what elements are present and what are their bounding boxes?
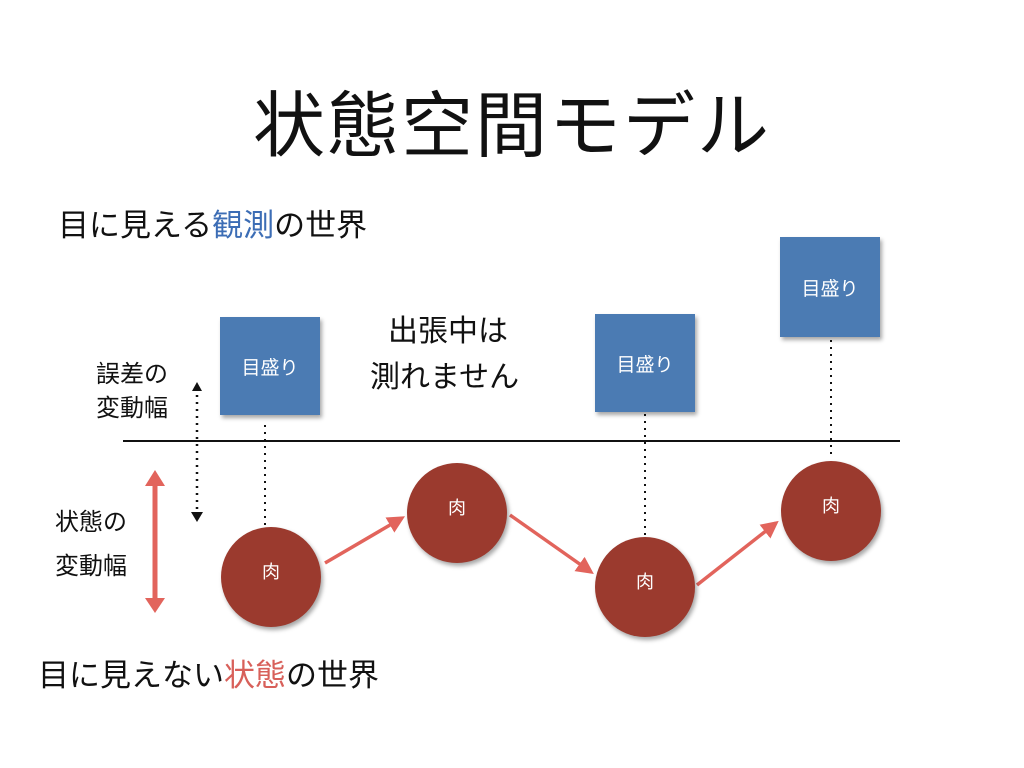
state-node-4: 肉 <box>781 461 881 561</box>
state-range-label-line2: 変動幅 <box>55 552 127 580</box>
error-range-down-tip <box>191 512 203 522</box>
state-node-1: 肉 <box>221 527 321 627</box>
state-range-label-line1: 状態の <box>55 508 127 536</box>
observation-box-1-label: 目盛り <box>241 356 299 379</box>
state-range-up-tip <box>145 470 165 486</box>
slide-title: 状態空間モデル <box>252 84 771 168</box>
state-heading: 目に見えない状態の世界 <box>38 656 379 696</box>
state-node-1-label: 肉 <box>262 562 280 583</box>
observation-box-2-label: 目盛り <box>616 353 674 376</box>
observation-box-2: 目盛り <box>595 314 695 412</box>
error-range-label: 誤差の 変動幅 <box>96 357 168 425</box>
error-range-label-line2: 変動幅 <box>96 394 168 422</box>
missing-note-line1: 出張中は <box>388 314 508 349</box>
observation-heading-suffix: の世界 <box>274 208 368 244</box>
transition-arrow-1 <box>324 516 406 565</box>
missing-note-line2: 測れません <box>370 360 520 395</box>
state-node-4-label: 肉 <box>822 496 840 517</box>
state-range-label: 状態の 変動幅 <box>55 505 127 583</box>
error-range-label-line1: 誤差の <box>96 360 168 388</box>
transition-arrow-2 <box>508 513 594 575</box>
observation-heading-highlight: 観測 <box>212 208 275 244</box>
transition-arrow-3 <box>695 520 779 587</box>
state-heading-suffix: の世界 <box>286 658 379 694</box>
state-node-3: 肉 <box>595 537 695 637</box>
state-heading-highlight: 状態 <box>224 658 286 694</box>
missing-observation-note: 出張中は 測れません <box>370 309 519 401</box>
state-node-3-label: 肉 <box>636 572 654 593</box>
observation-box-3: 目盛り <box>780 237 880 337</box>
state-node-2: 肉 <box>407 463 507 563</box>
state-range-down-tip <box>145 598 165 613</box>
observation-box-3-label: 目盛り <box>801 277 859 300</box>
observation-heading-prefix: 目に見える <box>58 208 213 244</box>
observation-heading: 目に見える観測の世界 <box>58 206 367 246</box>
state-node-2-label: 肉 <box>448 498 466 519</box>
error-range-up-tip <box>192 382 202 391</box>
observation-box-1: 目盛り <box>220 317 320 415</box>
state-heading-prefix: 目に見えない <box>38 658 224 694</box>
